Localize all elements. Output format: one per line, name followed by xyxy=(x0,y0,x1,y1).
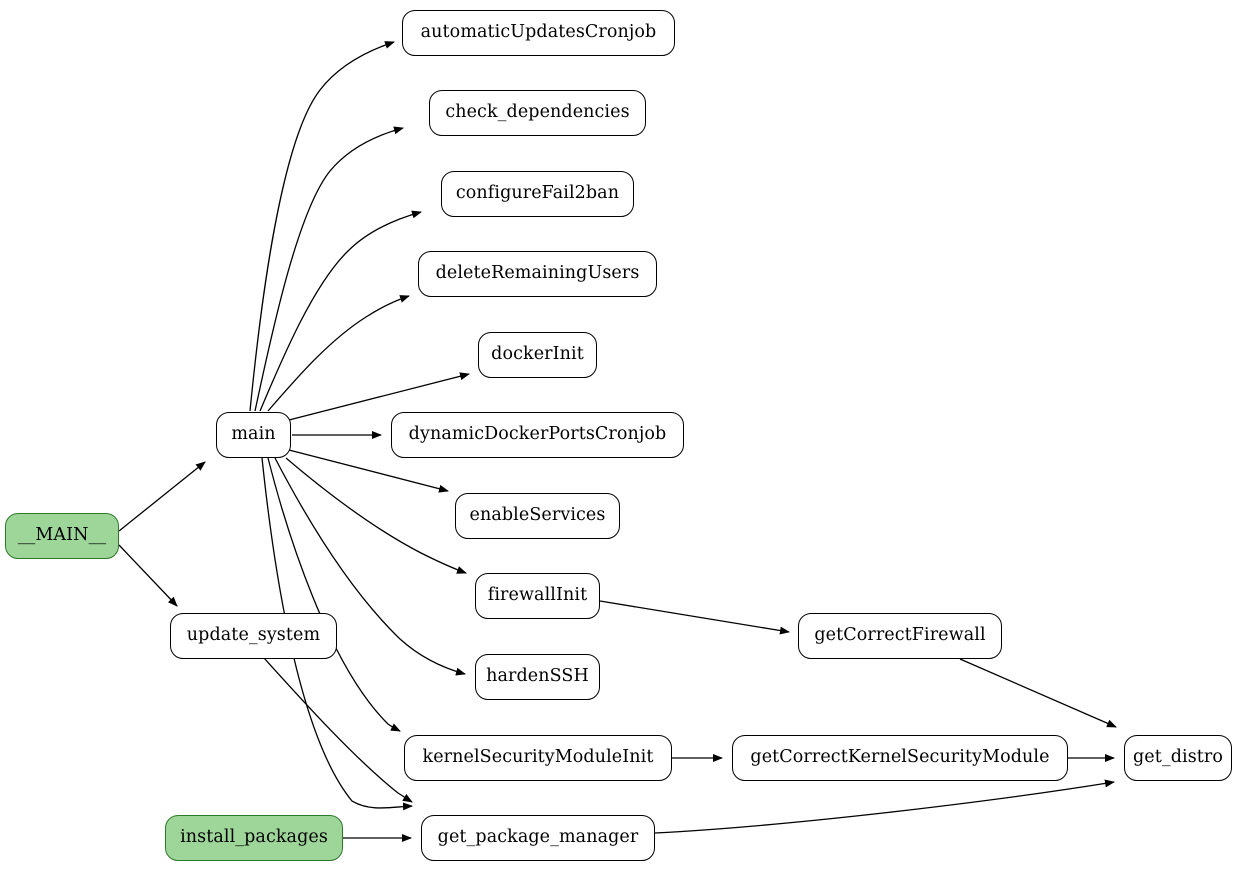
node-label: main xyxy=(231,424,276,445)
node-label: install_packages xyxy=(180,827,328,848)
node-label: configureFail2ban xyxy=(455,183,620,204)
edge-main-to-deleteRemainingUsers xyxy=(267,295,410,412)
node-automaticUpdatesCronjob[interactable]: automaticUpdatesCronjob xyxy=(402,10,675,56)
edge-main-to-dockerInit xyxy=(288,372,470,421)
node-label: check_dependencies xyxy=(445,102,630,123)
node-label: kernelSecurityModuleInit xyxy=(422,747,654,768)
node-label: automaticUpdatesCronjob xyxy=(420,22,657,43)
edge-main-to-kernelSecurityModuleInit xyxy=(267,457,401,732)
node-enableServices[interactable]: enableServices xyxy=(455,493,620,539)
node-label: dockerInit xyxy=(491,344,584,365)
node-get_package_manager[interactable]: get_package_manager xyxy=(421,815,655,861)
edge-main-to-configureFail2ban xyxy=(259,210,422,412)
edge-main-to-automaticUpdatesCronjob xyxy=(249,41,395,412)
node-label: dynamicDockerPortsCronjob xyxy=(408,424,667,445)
edge-update_system-to-get_package_manager xyxy=(263,657,413,803)
node-check_dependencies[interactable]: check_dependencies xyxy=(429,90,646,136)
edge-firewallInit-to-getCorrectFirewall xyxy=(599,600,790,635)
node-kernelSecurityModuleInit[interactable]: kernelSecurityModuleInit xyxy=(404,735,672,781)
node-label: get_distro xyxy=(1132,747,1224,768)
node-getCorrectFirewall[interactable]: getCorrectFirewall xyxy=(798,613,1002,659)
node-dynamicDockerPortsCronjob[interactable]: dynamicDockerPortsCronjob xyxy=(391,412,684,458)
node-install_packages[interactable]: install_packages xyxy=(165,815,343,861)
node-label: getCorrectFirewall xyxy=(814,625,986,646)
node-get_distro[interactable]: get_distro xyxy=(1124,735,1232,781)
edge-main-to-firewallInit xyxy=(285,457,467,574)
node-hardenSSH[interactable]: hardenSSH xyxy=(475,654,600,700)
edge-main-to-enableServices xyxy=(288,449,449,493)
node-firewallInit[interactable]: firewallInit xyxy=(475,573,600,619)
node-label: __MAIN__ xyxy=(17,525,107,546)
edge-main-to-check_dependencies xyxy=(254,126,404,412)
edge-get_package_manager-to-get_distro xyxy=(654,779,1115,834)
node-deleteRemainingUsers[interactable]: deleteRemainingUsers xyxy=(418,251,657,297)
edge-__MAIN__-to-main xyxy=(118,461,206,532)
edge-main-to-get_package_manager xyxy=(261,457,413,811)
node-label: hardenSSH xyxy=(486,666,589,687)
node-main[interactable]: main xyxy=(216,412,291,458)
node-label: getCorrectKernelSecurityModule xyxy=(750,747,1050,768)
node-configureFail2ban[interactable]: configureFail2ban xyxy=(441,171,634,217)
node-label: update_system xyxy=(186,625,321,646)
node-__MAIN__[interactable]: __MAIN__ xyxy=(5,513,119,559)
node-label: firewallInit xyxy=(487,585,588,606)
node-label: get_package_manager xyxy=(437,827,639,848)
node-dockerInit[interactable]: dockerInit xyxy=(478,332,597,378)
node-label: enableServices xyxy=(469,505,606,526)
edge-main-to-hardenSSH xyxy=(274,457,466,676)
edge-__MAIN__-to-update_system xyxy=(118,544,178,607)
node-getCorrectKernelSecurityModule[interactable]: getCorrectKernelSecurityModule xyxy=(732,735,1068,781)
edge-getCorrectFirewall-to-get_distro xyxy=(959,658,1117,728)
node-update_system[interactable]: update_system xyxy=(170,613,337,659)
node-label: deleteRemainingUsers xyxy=(435,263,640,284)
